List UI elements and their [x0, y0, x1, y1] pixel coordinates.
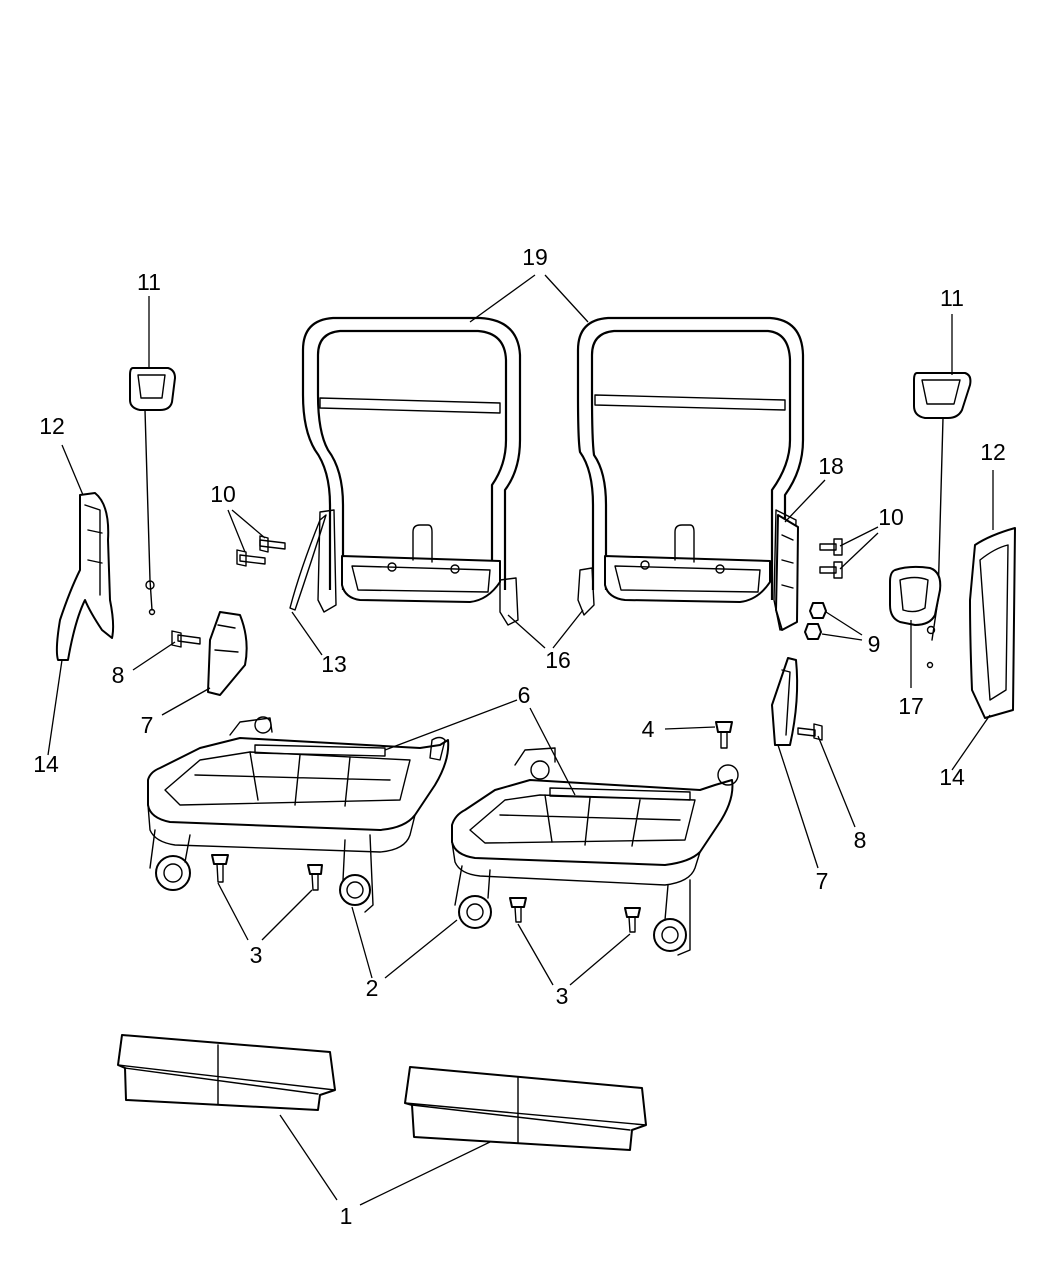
callout-7-right: 7: [816, 868, 829, 894]
callout-2: 2: [366, 975, 379, 1001]
side-shield-right: [969, 527, 1016, 719]
hinge-cover-left: [207, 611, 248, 696]
right-cushion-pad: [404, 1066, 647, 1151]
callout-4: 4: [642, 716, 655, 742]
callout-labels: 19 11 11 12 12 10 10 18 13 16 9 17 8 7 6…: [33, 244, 1006, 1229]
callout-14-right: 14: [939, 764, 965, 790]
callout-8-left: 8: [112, 662, 125, 688]
callout-3-left: 3: [250, 942, 263, 968]
callout-7-left: 7: [141, 712, 154, 738]
side-shield-left: [55, 492, 115, 661]
callout-11-right: 11: [940, 285, 964, 311]
left-cushion-frame: [147, 716, 450, 913]
bolt-8-left: [171, 630, 201, 648]
bolts-10-right: [819, 538, 843, 579]
callout-3-right: 3: [556, 983, 569, 1009]
callout-8-right: 8: [854, 827, 867, 853]
callout-10-left: 10: [210, 481, 236, 507]
callout-13: 13: [321, 651, 347, 677]
right-cushion-frame: [451, 747, 739, 956]
callout-16: 16: [545, 647, 571, 673]
callout-12-left: 12: [39, 413, 65, 439]
callout-12-right: 12: [980, 439, 1006, 465]
recliner-cover-18: [775, 514, 799, 631]
callout-10-right: 10: [878, 504, 904, 530]
hinge-cover-right: [771, 657, 799, 746]
callout-11-left: 11: [137, 269, 161, 295]
pivot-housing-17: [889, 565, 942, 626]
screws-3: [211, 854, 641, 933]
bolt-4: [715, 721, 733, 749]
nuts-9: [804, 602, 827, 640]
bolt-8-right: [797, 723, 823, 741]
release-handle-right: [913, 372, 972, 669]
callout-19: 19: [522, 244, 548, 270]
release-handle-left: [129, 367, 176, 616]
leader-lines: [47, 274, 994, 1206]
recliner-cover-13: [289, 514, 327, 611]
callout-14-left: 14: [33, 751, 59, 777]
bolts-10-left: [236, 535, 286, 567]
callout-18: 18: [818, 453, 844, 479]
callout-6: 6: [518, 682, 531, 708]
left-seatback-frame: [301, 316, 522, 626]
left-cushion-pad: [117, 1034, 336, 1111]
callout-9: 9: [868, 631, 881, 657]
right-seatback-frame: [576, 316, 805, 631]
callout-17: 17: [898, 693, 924, 719]
callout-1: 1: [340, 1203, 353, 1229]
